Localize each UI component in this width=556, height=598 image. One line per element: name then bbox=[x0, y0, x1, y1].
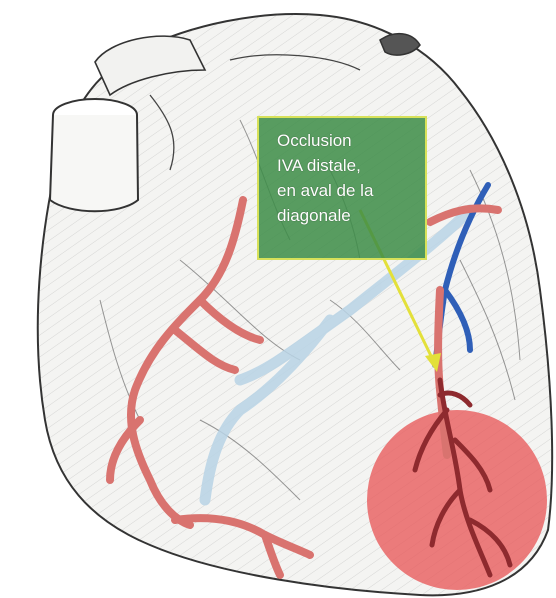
occlusion-label-line-3: en aval de la bbox=[277, 178, 415, 203]
occlusion-label-line-2: IVA distale, bbox=[277, 153, 415, 178]
occlusion-label-line-4: diagonale bbox=[277, 203, 415, 228]
occlusion-label: Occlusion IVA distale, en aval de la dia… bbox=[257, 116, 427, 260]
occlusion-label-line-1: Occlusion bbox=[277, 128, 415, 153]
infarct-zone bbox=[367, 410, 547, 590]
